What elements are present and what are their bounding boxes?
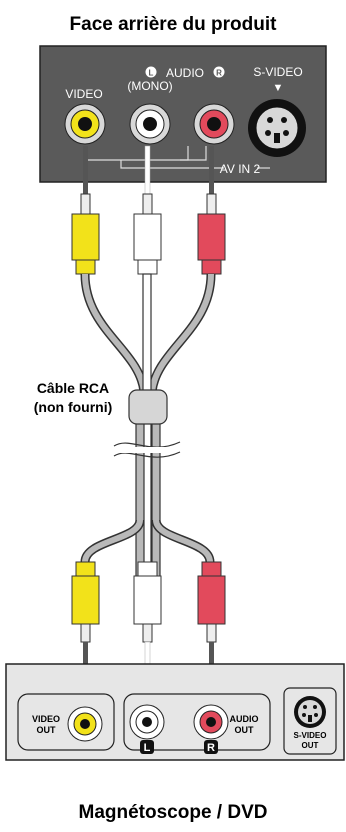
av-in-label: AV IN 2 (220, 162, 261, 176)
lower-yellow-plug[interactable] (71, 561, 100, 643)
svideo-in-jack[interactable] (248, 99, 306, 157)
cable-label-line1: Câble RCA (37, 380, 109, 396)
video-out-line1: VIDEO (32, 714, 60, 724)
cable-label-line2: (non fourni) (34, 399, 113, 415)
svideo-out-jack[interactable] (294, 696, 326, 728)
cable-clip-icon (128, 389, 168, 425)
right-badge: R (207, 742, 215, 754)
audio-left-badge: L (149, 69, 154, 78)
video-in-jack[interactable] (64, 103, 106, 145)
svideo-label: S-VIDEO (253, 65, 302, 79)
lower-white-plug[interactable] (133, 561, 162, 643)
rca-cable (71, 145, 226, 687)
device-back-panel: VIDEO OUT L R AUDIO OUT (5, 663, 345, 761)
svideo-out-line1: S-VIDEO (294, 731, 327, 740)
video-out-jack[interactable] (67, 706, 103, 742)
audio-left-out-jack[interactable] (129, 704, 165, 740)
left-badge-icon (140, 740, 154, 754)
cable-break-icon (113, 441, 181, 448)
left-badge: L (144, 742, 151, 754)
upper-red-plug[interactable] (197, 193, 226, 275)
top-title: Face arrière du produit (70, 14, 278, 35)
svideo-out-line2: OUT (302, 741, 319, 750)
audio-right-in-jack[interactable] (193, 103, 235, 145)
bottom-title: Magnétoscope / DVD (79, 802, 268, 823)
audio-out-line2: OUT (235, 725, 255, 735)
upper-yellow-plug[interactable] (71, 193, 100, 275)
video-out-line2: OUT (37, 725, 57, 735)
upper-white-plug[interactable] (133, 193, 162, 275)
audio-label: AUDIO (166, 66, 204, 80)
right-badge-icon (204, 740, 218, 754)
svideo-arrow-icon: ▼ (273, 82, 284, 94)
tv-back-panel: VIDEO (MONO) L AUDIO R S-VIDEO ▼ (39, 45, 327, 183)
mono-label: (MONO) (127, 79, 172, 93)
video-label: VIDEO (65, 87, 102, 101)
audio-left-badge-icon (145, 66, 157, 78)
audio-right-badge: R (216, 69, 222, 78)
lower-red-plug[interactable] (197, 561, 226, 643)
audio-out-line1: AUDIO (230, 714, 259, 724)
audio-left-in-jack[interactable] (129, 103, 171, 145)
audio-right-out-jack[interactable] (193, 704, 229, 740)
audio-right-badge-icon (213, 66, 225, 78)
